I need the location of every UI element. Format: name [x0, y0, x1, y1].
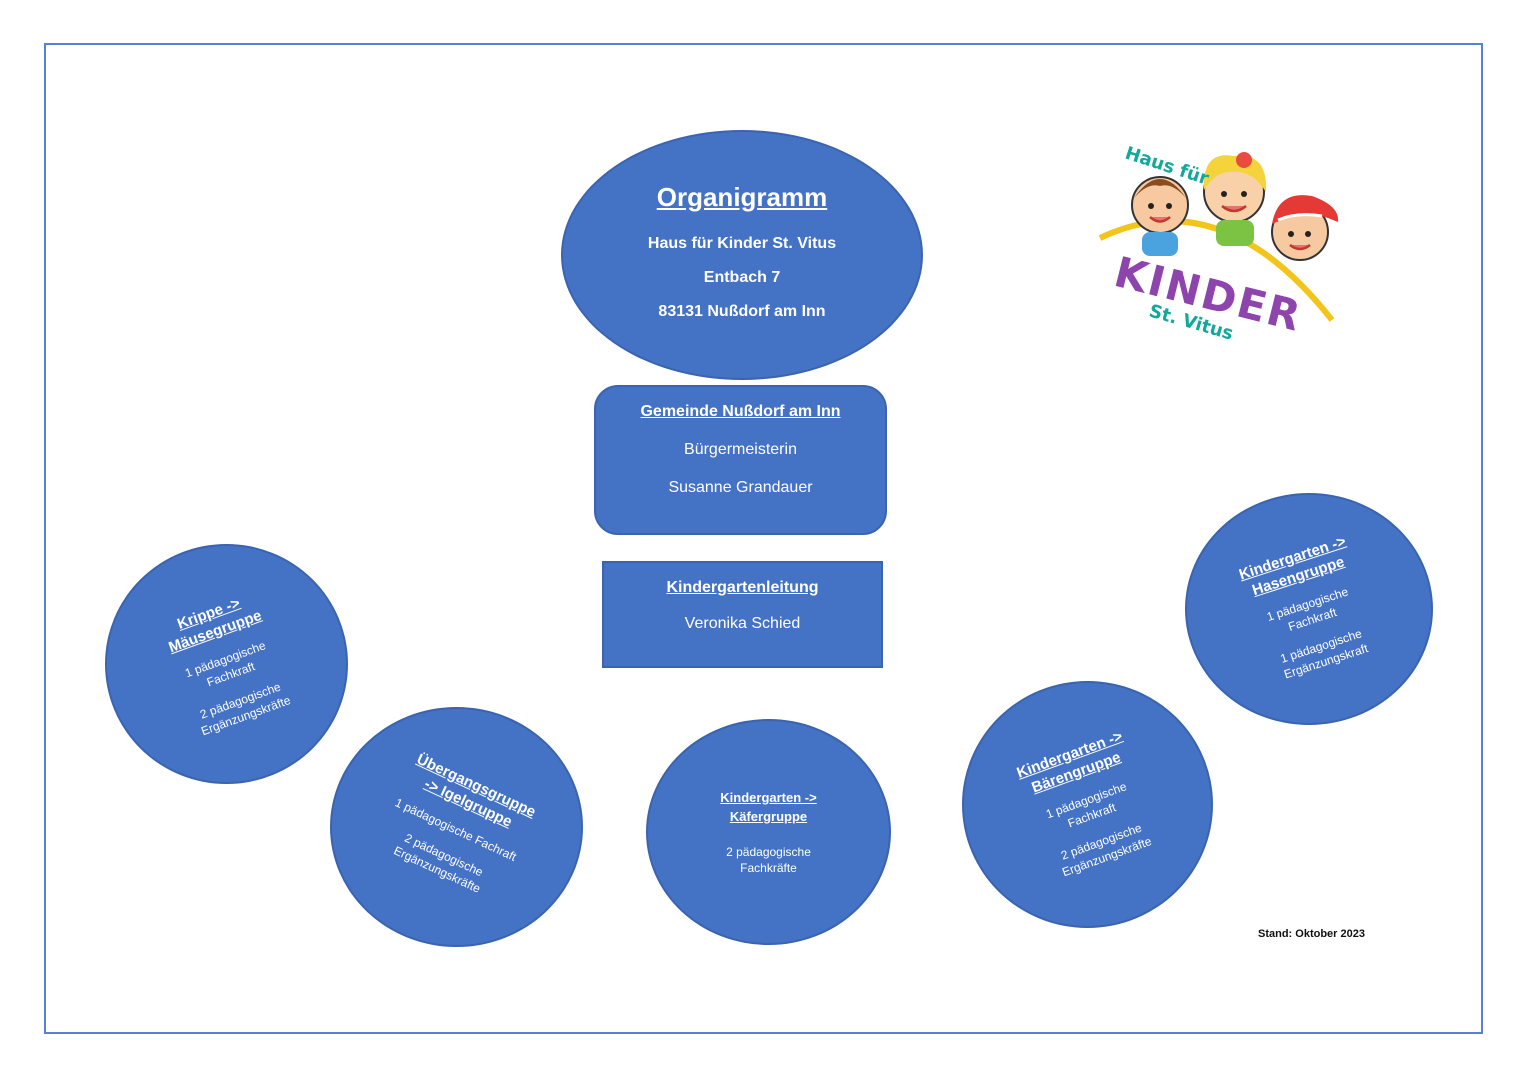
child-middle-face-icon: [1203, 152, 1267, 246]
gemeinde-role: Bürgermeisterin: [684, 441, 797, 458]
group-baeren-circle: Kindergarten -> Bärengruppe 1 pädagogisc…: [962, 681, 1213, 928]
header-line-city: 83131 Nußdorf am Inn: [658, 302, 826, 320]
kaefer-title-1: Kindergarten ->: [720, 790, 817, 805]
header-line-name: Haus für Kinder St. Vitus: [647, 234, 837, 252]
kaefer-line-2: Fachkräfte: [740, 861, 797, 875]
header-line-street: Entbach 7: [703, 268, 781, 286]
gemeinde-title: Gemeinde Nußdorf am Inn: [640, 403, 841, 420]
child-right-face-icon: [1271, 195, 1339, 261]
child-left-face-icon: [1131, 176, 1189, 256]
leitung-box: Kindergartenleitung Veronika Schied: [602, 561, 883, 668]
kaefer-line-1: 2 pädagogische: [726, 845, 811, 859]
leitung-title: Kindergartenleitung: [666, 579, 819, 596]
header-ellipse: Organigramm Haus für Kinder St. Vitus En…: [561, 130, 923, 380]
leitung-name: Veronika Schied: [684, 615, 801, 632]
group-kaefer-circle: Kindergarten -> Käfergruppe 2 pädagogisc…: [646, 719, 891, 945]
group-hasen-circle: Kindergarten -> Hasengruppe 1 pädagogisc…: [1185, 493, 1433, 725]
diagram-title: Organigramm: [656, 181, 828, 212]
group-igel-circle: Übergangsgruppe -> Igelgruppe 1 pädagogi…: [330, 707, 583, 947]
gemeinde-box: Gemeinde Nußdorf am Inn Bürgermeisterin …: [594, 385, 887, 535]
kinder-st-vitus-logo: Haus für KINDER St. Vitus: [1098, 143, 1339, 345]
group-krippe-circle: Krippe -> Mäusegruppe 1 pädagogische Fac…: [105, 544, 348, 784]
stand-date: Stand: Oktober 2023: [1258, 928, 1365, 940]
page-frame: [44, 43, 1483, 1034]
gemeinde-person: Susanne Grandauer: [668, 479, 813, 496]
kaefer-title-2: Käfergruppe: [729, 809, 808, 824]
